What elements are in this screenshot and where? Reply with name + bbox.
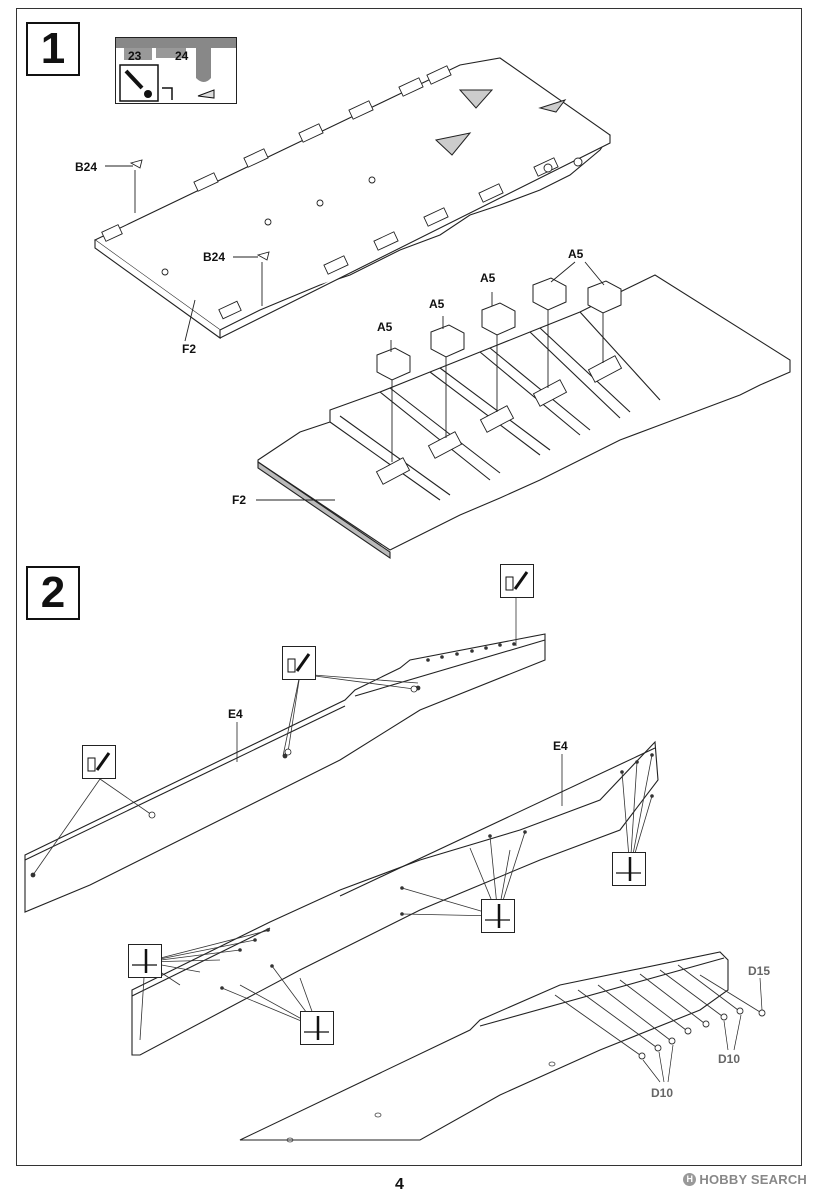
cut-sprue-icon-graphic bbox=[132, 949, 157, 973]
upper-plate-slots bbox=[101, 65, 559, 320]
d10-leaders bbox=[642, 977, 763, 1083]
option-panel: 23 24 bbox=[115, 37, 237, 104]
cut-sprue-icon-graphic bbox=[485, 904, 510, 928]
label-f2-lower: F2 bbox=[232, 493, 247, 507]
label-b24-top: B24 bbox=[75, 160, 98, 174]
label-e4-lower: E4 bbox=[553, 739, 568, 753]
cut-sprue-icon-graphic bbox=[304, 1016, 329, 1040]
b24-leaders bbox=[105, 165, 263, 306]
glue-icon-graphic bbox=[287, 653, 311, 673]
glue-icon bbox=[282, 646, 316, 680]
label-a5-3: A5 bbox=[480, 271, 496, 285]
label-a5-2: A5 bbox=[429, 297, 445, 311]
page-number: 4 bbox=[395, 1176, 404, 1193]
e4-rail-lower bbox=[131, 740, 659, 1056]
step-2-number: 2 bbox=[40, 568, 66, 617]
watermark: H HOBBY SEARCH bbox=[683, 1172, 807, 1187]
label-d10-right: D10 bbox=[718, 1052, 741, 1066]
f2-upper-leader bbox=[184, 299, 196, 342]
cut-sprue-icon bbox=[612, 852, 646, 886]
page-frame bbox=[16, 8, 802, 1166]
glue-icon bbox=[500, 564, 534, 598]
label-b24-bottom: B24 bbox=[203, 250, 226, 264]
a5-blocks bbox=[376, 277, 622, 381]
label-d10-left: D10 bbox=[651, 1086, 674, 1100]
floor-plate-lower bbox=[257, 274, 791, 560]
cut-sprue-icon bbox=[128, 944, 162, 978]
label-d15: D15 bbox=[748, 964, 771, 978]
lower-plate-slots bbox=[375, 355, 623, 485]
cut-sprue-icon bbox=[300, 1011, 334, 1045]
label-a5-4: A5 bbox=[568, 247, 584, 261]
b24-parts bbox=[129, 159, 270, 261]
glue-icon-graphic bbox=[505, 571, 529, 591]
option-23-label: 23 bbox=[128, 49, 142, 63]
e4-rail-upper bbox=[24, 633, 546, 913]
upper-pins bbox=[148, 685, 418, 819]
rail-bottom-holes bbox=[286, 1061, 556, 1143]
step-1-box: 1 bbox=[26, 22, 80, 76]
option-panel-graphic bbox=[116, 38, 236, 102]
upper-plate-triangles bbox=[434, 89, 567, 156]
step-1-number: 1 bbox=[40, 24, 66, 73]
option-24-label: 24 bbox=[175, 49, 189, 63]
upper-plate-holes bbox=[161, 157, 583, 276]
glue-leaders bbox=[32, 594, 653, 1041]
glue-icon bbox=[82, 745, 116, 779]
step-2-box: 2 bbox=[26, 566, 80, 620]
label-e4-upper: E4 bbox=[228, 707, 243, 721]
cut-sprue-icon-graphic bbox=[616, 857, 641, 881]
d10-pins bbox=[554, 964, 766, 1060]
label-a5-1: A5 bbox=[377, 320, 393, 334]
watermark-text: HOBBY SEARCH bbox=[699, 1172, 807, 1187]
label-f2-upper: F2 bbox=[182, 342, 197, 356]
cut-sprue-icon bbox=[481, 899, 515, 933]
a5-leaders bbox=[256, 261, 605, 501]
hobby-search-logo-icon: H bbox=[683, 1173, 697, 1186]
glue-icon-graphic bbox=[87, 752, 111, 772]
floor-plate-upper bbox=[93, 57, 611, 340]
